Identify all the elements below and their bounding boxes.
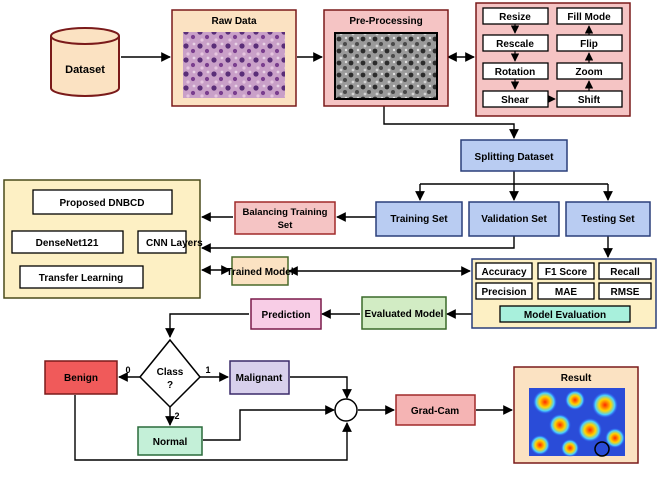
model-panel: Proposed DNBCD DenseNet121 CNN Layers Tr… — [3, 179, 203, 299]
densenet121-label: DenseNet121 — [36, 238, 99, 249]
edge-label-1: 1 — [205, 365, 210, 375]
metric-accuracy: Accuracy — [481, 267, 526, 278]
aug-fill-mode: Fill Mode — [567, 12, 611, 23]
validation-set-label: Validation Set — [481, 214, 547, 225]
metric-recall: Recall — [610, 267, 640, 278]
result-label: Result — [561, 373, 592, 384]
evaluated-model-label: Evaluated Model — [365, 309, 444, 320]
raw-data-node: Raw Data — [171, 9, 297, 107]
trained-model-node: Trained Model — [226, 256, 294, 286]
splitting-dataset-node: Splitting Dataset — [460, 139, 568, 172]
balancing-label-line2: Set — [278, 220, 294, 231]
aug-rotation: Rotation — [495, 67, 536, 78]
proposed-dnbcd-label: Proposed DNBCD — [59, 198, 144, 209]
metric-precision: Precision — [481, 287, 526, 298]
metric-f1-score: F1 Score — [545, 267, 588, 278]
balancing-training-set-node: Balancing Training Set — [234, 201, 336, 235]
cnn-layers-label: CNN Layers — [146, 238, 203, 249]
grad-cam-label: Grad-Cam — [411, 406, 459, 417]
normal-node: Normal — [137, 426, 203, 456]
aug-rescale: Rescale — [496, 39, 534, 50]
benign-label: Benign — [64, 373, 98, 384]
prediction-label: Prediction — [262, 310, 311, 321]
transfer-learning-label: Transfer Learning — [39, 273, 123, 284]
testing-set-label: Testing Set — [581, 214, 635, 225]
model-evaluation-box — [499, 305, 631, 323]
benign-node: Benign — [44, 360, 118, 395]
augmentation-panel: Resize Fill Mode Rescale Flip Rotation Z… — [475, 2, 631, 117]
pre-processing-label: Pre-Processing — [349, 16, 422, 27]
malignant-node: Malignant — [229, 360, 290, 395]
edge-label-0: 0 — [125, 365, 130, 375]
junction-circle — [334, 398, 358, 422]
dataset-label: Dataset — [65, 64, 105, 76]
training-set-node: Training Set — [375, 201, 463, 237]
grayscale-image — [334, 32, 438, 100]
validation-set-node: Validation Set — [468, 201, 560, 237]
class-label-line2: ? — [167, 380, 173, 391]
testing-set-node: Testing Set — [565, 201, 651, 237]
aug-shear: Shear — [501, 95, 529, 106]
metric-rmse: RMSE — [611, 287, 640, 298]
metrics-panel: Accuracy F1 Score Recall Precision MAE R… — [471, 258, 657, 329]
splitting-dataset-label: Splitting Dataset — [475, 152, 555, 163]
aug-flip: Flip — [580, 39, 598, 50]
balancing-label-line1: Balancing Training — [243, 207, 328, 218]
pre-processing-node: Pre-Processing — [323, 9, 449, 107]
malignant-label: Malignant — [236, 373, 283, 384]
grad-cam-node: Grad-Cam — [395, 394, 476, 426]
trained-model-label: Trained Model — [226, 267, 293, 278]
edge-label-2: 2 — [174, 411, 179, 421]
prediction-node: Prediction — [250, 298, 322, 330]
training-set-label: Training Set — [390, 214, 448, 225]
aug-shift: Shift — [578, 95, 601, 106]
raw-data-label: Raw Data — [211, 16, 256, 27]
result-node: Result — [513, 366, 639, 464]
class-label-line1: Class — [157, 367, 184, 378]
model-evaluation-label: Model Evaluation — [524, 310, 606, 321]
class-decision: Class ? 0 1 2 — [125, 338, 211, 421]
heatmap-image — [529, 388, 625, 457]
aug-zoom: Zoom — [575, 67, 602, 78]
dataset-cylinder: Dataset — [50, 27, 120, 97]
evaluated-model-node: Evaluated Model — [361, 296, 447, 330]
metric-mae: MAE — [555, 287, 578, 298]
normal-label: Normal — [153, 437, 188, 448]
raw-tissue-image — [183, 32, 285, 98]
aug-resize: Resize — [499, 12, 531, 23]
connectors — [74, 52, 613, 461]
